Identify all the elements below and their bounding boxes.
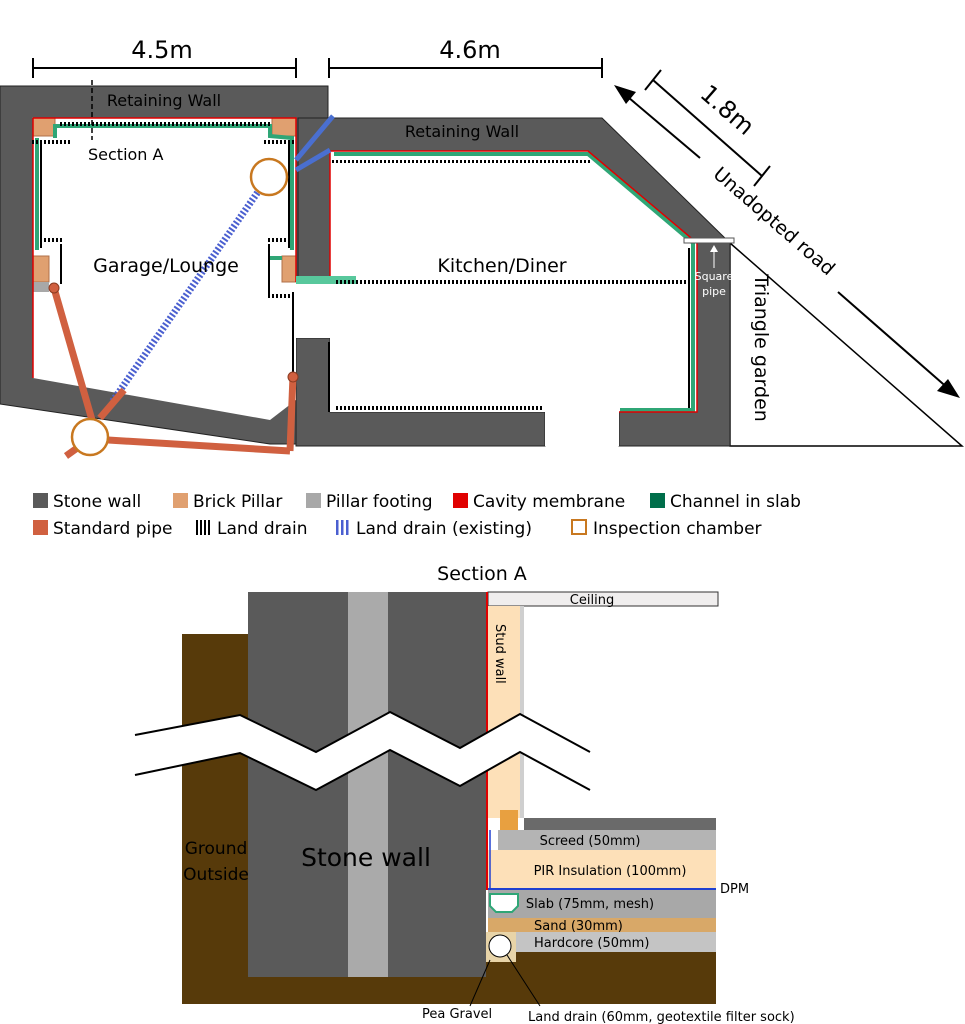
screed-label: Screed (50mm) [540, 834, 641, 849]
legend-label-standard-pipe: Standard pipe [53, 519, 173, 539]
legend-swatch-pillar-footing [306, 493, 321, 508]
pir-insulation [488, 850, 716, 888]
legend-swatch-standard-pipe [33, 520, 48, 535]
road-arrowhead-up [614, 85, 636, 104]
retaining-wall-right-label: Retaining Wall [405, 122, 519, 141]
hardcore-label: Hardcore (50mm) [534, 936, 649, 951]
break-line-top [134, 710, 591, 754]
legend-swatch-cavity-membrane [453, 493, 468, 508]
legend-swatch-stone-wall [33, 493, 48, 508]
land-drains [39, 122, 692, 410]
retaining-wall-left-label: Retaining Wall [107, 91, 221, 110]
dimension-diag [644, 69, 771, 187]
sand [488, 918, 716, 932]
section-land-drain [488, 934, 512, 958]
slab-channel [489, 893, 519, 913]
legend-label-stone-wall: Stone wall [53, 492, 141, 512]
screed-cap [524, 818, 716, 830]
ceiling-label: Ceiling [570, 593, 614, 608]
stone-wall-outer [248, 592, 348, 977]
hardcore [488, 932, 716, 952]
legend-swatch-brick-pillar [173, 493, 188, 508]
standard-pipes [50, 287, 297, 459]
dimension-diag-label: 1.8m [695, 79, 760, 141]
section-a-label: Section A [88, 145, 164, 164]
road-arrowhead-down [937, 379, 960, 398]
screed [498, 830, 716, 850]
garage-lounge-label: Garage/Lounge [93, 255, 239, 277]
legend-swatch-land-drain-existing [336, 520, 349, 535]
pillar-footing [33, 282, 49, 292]
doorway-gap [545, 412, 619, 446]
pea-gravel-label: Pea Gravel [422, 1007, 492, 1022]
ground-label-1: Ground [185, 839, 248, 859]
pipe-junction-right [287, 371, 299, 383]
legend-swatch-channel-in-slab [650, 493, 665, 508]
legend-swatch-land-drain [196, 520, 210, 535]
pipe-junction-left [48, 282, 60, 294]
legend-swatch-inspection-chamber [571, 519, 587, 535]
slab-label: Slab (75mm, mesh) [526, 897, 654, 912]
stone-wall-core [348, 592, 388, 977]
stud-wall-plate [500, 810, 518, 830]
floor-plan: 4.5m 4.6m [0, 36, 964, 459]
square-pipe-label-2: pipe [702, 285, 726, 298]
garden-label: Triangle garden [750, 273, 772, 422]
garage-lounge-floor [33, 118, 296, 420]
existing-land-drain [109, 114, 335, 404]
ground-outside [182, 634, 248, 1004]
dimension-right-label: 4.6m [439, 36, 501, 64]
legend: Stone wall Brick Pillar Pillar footing C… [33, 492, 801, 539]
square-pipe-arrowhead [710, 245, 718, 252]
sand-label: Sand (30mm) [534, 919, 623, 934]
dimension-left-label: 4.5m [131, 36, 193, 64]
square-pipe [683, 237, 735, 244]
stone-wall-label: Stone wall [301, 843, 431, 872]
channel-link [296, 276, 356, 284]
break-line-bottom [134, 748, 591, 792]
legend-label-land-drain: Land drain [217, 519, 308, 539]
legend-label-pillar-footing: Pillar footing [326, 492, 433, 512]
garage-inner-gap [296, 283, 330, 338]
legend-label-brick-pillar: Brick Pillar [193, 492, 282, 512]
kitchen-diner-label: Kitchen/Diner [437, 255, 566, 277]
section-view: Section A Ceiling Stud wall Screed (50mm… [134, 563, 795, 1024]
land-drain-leader [506, 954, 541, 1007]
stud-wall [488, 606, 520, 818]
land-drain-label: Land drain (60mm, geotextile filter sock… [528, 1010, 795, 1024]
break-band [135, 712, 590, 790]
stud-wall-label: Stud wall [492, 624, 507, 684]
dpm-label: DPM [720, 882, 749, 897]
section-title: Section A [437, 563, 527, 585]
pir-label: PIR Insulation (100mm) [534, 864, 687, 879]
dimension-left [32, 58, 297, 78]
road-arrow [621, 91, 951, 391]
stone-wall-inner [388, 592, 486, 977]
square-pipe-label-1: Square [695, 270, 734, 283]
inspection-chamber-bottom [70, 417, 110, 457]
legend-label-inspection-chamber: Inspection chamber [593, 519, 762, 539]
legend-label-land-drain-existing: Land drain (existing) [356, 519, 532, 539]
legend-label-cavity-membrane: Cavity membrane [473, 492, 625, 512]
slab [488, 890, 716, 918]
pea-gravel-leader [469, 959, 491, 1007]
legend-label-channel-in-slab: Channel in slab [670, 492, 801, 512]
stud-wall-board [520, 606, 524, 818]
inspection-chamber-top [249, 157, 289, 197]
ground-label-2: Outside [183, 865, 249, 885]
dimension-right [328, 58, 603, 78]
land-drain-hatch-edges [30, 140, 330, 412]
